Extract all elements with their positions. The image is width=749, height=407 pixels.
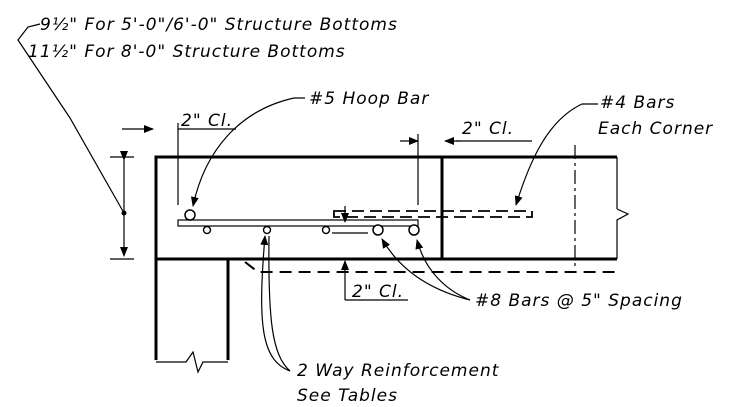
leader-main-bar-1 (381, 238, 471, 301)
leader-slab-thickness (17, 23, 125, 214)
label-slab-thickness-1: 9½" For 5'-0"/6'-0" Structure Bottoms (40, 15, 398, 35)
label-slab-thickness-2: 11½" For 8'-0" Structure Bottoms (28, 42, 346, 62)
main-bar-circle-1 (372, 224, 384, 236)
leader-hoop-bar (190, 97, 305, 207)
bottom-dashed-bar (244, 261, 617, 273)
bottom-mat-bar (177, 219, 419, 227)
slab-top-edge (154, 155, 442, 360)
concrete-outline (154, 145, 630, 374)
corner-bar-dashed (333, 210, 533, 218)
label-clear-cover-bottom: 2" Cl. (352, 282, 404, 302)
leader-main-bar-2 (415, 239, 471, 301)
hoop-bar-circle (184, 209, 196, 221)
reinforcement (177, 209, 617, 273)
label-two-way-2: See Tables (297, 386, 398, 406)
label-two-way-1: 2 Way Reinforcement (297, 361, 500, 381)
leaders (190, 97, 598, 372)
label-corner-bars-2: Each Corner (598, 119, 713, 139)
label-clear-cover-left: 2" Cl. (181, 111, 233, 131)
label-main-bars: #8 Bars @ 5" Spacing (475, 291, 683, 311)
break-symbol-bottom (156, 350, 228, 374)
dimensions (17, 23, 532, 301)
main-bar-circle-2 (408, 224, 420, 236)
leader-corner-bars (514, 103, 598, 206)
bar-circle-1 (202, 225, 212, 235)
label-corner-bars-1: #4 Bars (600, 93, 675, 113)
leader-two-way-2 (268, 235, 291, 372)
leader-two-way-1 (260, 235, 291, 372)
label-hoop-bar: #5 Hoop Bar (309, 89, 429, 109)
label-clear-cover-right: 2" Cl. (462, 119, 514, 139)
bar-circle-3 (321, 225, 331, 235)
bar-circle-2 (262, 225, 272, 235)
break-symbol-right (616, 208, 630, 259)
labels: 9½" For 5'-0"/6'-0" Structure Bottoms 11… (28, 15, 713, 406)
